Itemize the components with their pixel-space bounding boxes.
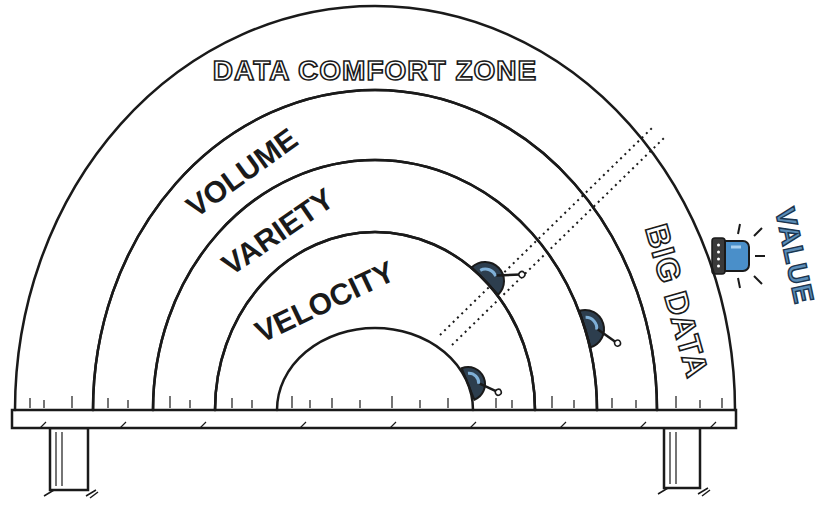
table-plank — [12, 410, 736, 428]
arch-line — [93, 90, 657, 410]
table-legs — [44, 428, 710, 498]
dial-knob — [472, 244, 526, 299]
plank — [12, 410, 736, 428]
arch-outline — [93, 90, 657, 410]
arch-band: VOLUMEVARIETYVELOCITY — [93, 90, 657, 410]
arch-line — [153, 160, 597, 410]
dotted-line — [452, 138, 664, 345]
dotted-line — [440, 128, 652, 335]
arch-line — [215, 232, 535, 410]
base-hatching — [30, 396, 722, 408]
hatch-ticks — [30, 396, 722, 408]
light-rays — [738, 224, 765, 288]
band-label: VARIETY — [217, 184, 339, 281]
arch-line — [93, 90, 657, 410]
arch-line — [15, 6, 735, 410]
warning-light — [712, 224, 765, 288]
plank-hatching — [40, 422, 716, 428]
band-title: DATA COMFORT ZONE — [213, 57, 537, 85]
light-cap — [725, 241, 749, 271]
value-label: VALUE — [770, 205, 818, 307]
ground-strokes — [44, 488, 710, 498]
leg-shading — [56, 432, 676, 486]
light-highlight — [731, 246, 741, 249]
light-base — [712, 238, 725, 274]
band-label: VELOCITY — [250, 257, 398, 349]
arch-band: DATA COMFORT ZONEBIG DATAVOLUMEVARIETYVE… — [15, 6, 735, 410]
arch-line — [277, 328, 473, 410]
